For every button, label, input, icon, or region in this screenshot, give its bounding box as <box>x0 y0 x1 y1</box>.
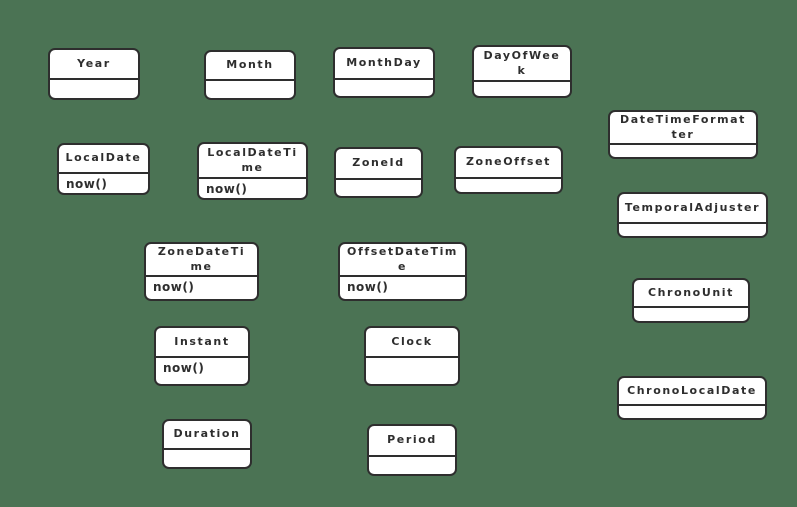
attributes-compartment: now() <box>146 277 257 299</box>
attributes-compartment <box>336 180 421 196</box>
class-title: DateTimeFormat ter <box>610 112 756 145</box>
class-box-zoneoffset[interactable]: ZoneOffset <box>454 146 563 194</box>
class-member-now: now() <box>153 280 195 294</box>
class-title: Clock <box>366 328 458 358</box>
class-box-chronolocaldate[interactable]: ChronoLocalDate <box>617 376 767 420</box>
class-title: MonthDay <box>335 49 433 80</box>
class-title: Duration <box>164 421 250 450</box>
class-title: LocalDateTi me <box>199 144 306 179</box>
class-box-zonedatetime[interactable]: ZoneDateTi me now() <box>144 242 259 301</box>
attributes-compartment <box>366 358 458 384</box>
attributes-compartment <box>619 406 765 418</box>
class-box-localdatetime[interactable]: LocalDateTi me now() <box>197 142 308 200</box>
class-box-chronounit[interactable]: ChronoUnit <box>632 278 750 323</box>
attributes-compartment: now() <box>59 174 148 193</box>
class-title: LocalDate <box>59 145 148 174</box>
attributes-compartment <box>369 457 455 474</box>
class-title: Year <box>50 50 138 80</box>
class-title: Period <box>369 426 455 457</box>
class-member-now: now() <box>347 280 389 294</box>
class-box-zoneid[interactable]: ZoneId <box>334 147 423 198</box>
class-member-now: now() <box>163 361 205 375</box>
class-title: DayOfWee k <box>474 47 570 82</box>
class-box-clock[interactable]: Clock <box>364 326 460 386</box>
class-box-temporaladjuster[interactable]: TemporalAdjuster <box>617 192 768 238</box>
class-title: Month <box>206 52 294 81</box>
attributes-compartment <box>474 82 570 96</box>
class-box-offsetdatetime[interactable]: OffsetDateTim e now() <box>338 242 467 301</box>
attributes-compartment <box>335 80 433 96</box>
class-title: Instant <box>156 328 248 358</box>
class-title: ZoneId <box>336 149 421 180</box>
class-box-year[interactable]: Year <box>48 48 140 100</box>
class-box-duration[interactable]: Duration <box>162 419 252 469</box>
class-box-month[interactable]: Month <box>204 50 296 100</box>
attributes-compartment <box>456 179 561 192</box>
attributes-compartment: now() <box>340 277 465 299</box>
class-box-datetimeformatter[interactable]: DateTimeFormat ter <box>608 110 758 159</box>
attributes-compartment <box>50 80 138 98</box>
class-member-now: now() <box>206 182 248 196</box>
attributes-compartment <box>619 224 766 236</box>
class-box-monthday[interactable]: MonthDay <box>333 47 435 98</box>
class-title: OffsetDateTim e <box>340 244 465 277</box>
attributes-compartment <box>206 81 294 98</box>
class-box-localdate[interactable]: LocalDate now() <box>57 143 150 195</box>
class-title: TemporalAdjuster <box>619 194 766 224</box>
attributes-compartment: now() <box>199 179 306 198</box>
class-member-now: now() <box>66 177 108 191</box>
attributes-compartment <box>634 308 748 321</box>
attributes-compartment <box>164 450 250 467</box>
class-title: ZoneOffset <box>456 148 561 179</box>
class-title: ChronoUnit <box>634 280 748 308</box>
class-box-period[interactable]: Period <box>367 424 457 476</box>
attributes-compartment: now() <box>156 358 248 384</box>
attributes-compartment <box>610 145 756 157</box>
class-title: ZoneDateTi me <box>146 244 257 277</box>
class-box-dayofweek[interactable]: DayOfWee k <box>472 45 572 98</box>
class-title: ChronoLocalDate <box>619 378 765 406</box>
class-box-instant[interactable]: Instant now() <box>154 326 250 386</box>
